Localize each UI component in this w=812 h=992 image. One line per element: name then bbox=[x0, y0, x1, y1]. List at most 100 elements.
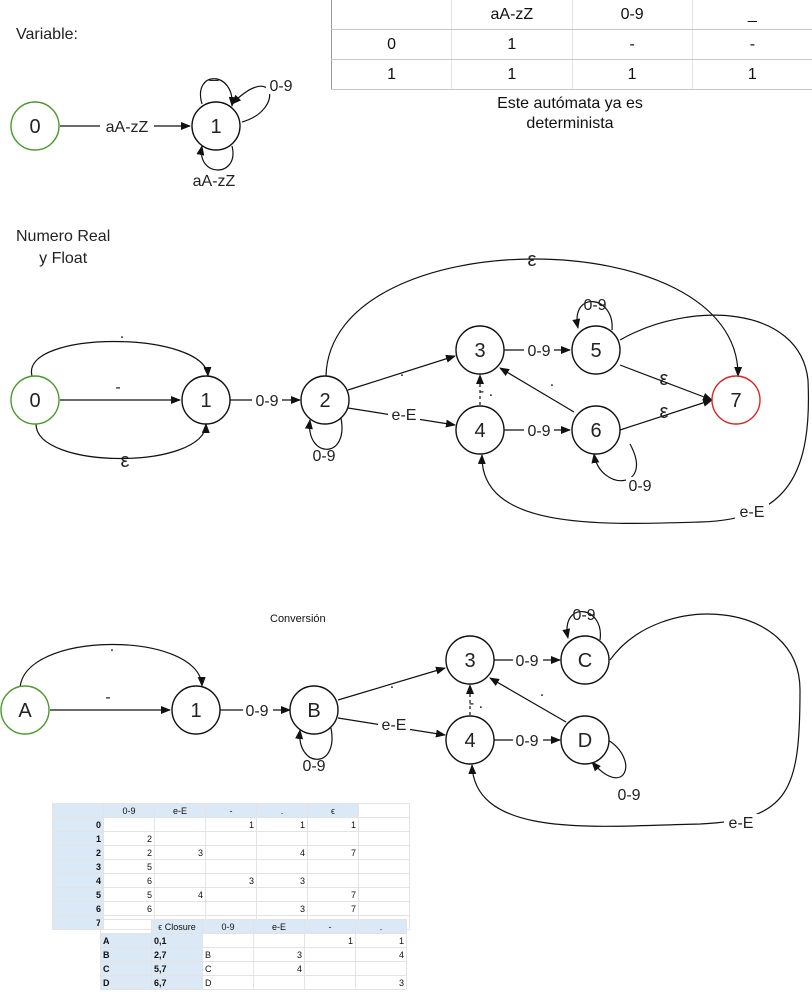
edge-2-3 bbox=[347, 354, 456, 391]
edge-label: 0-9 bbox=[583, 297, 606, 314]
table-cell: 1 bbox=[451, 29, 573, 60]
edge-label: 0-9 bbox=[527, 423, 550, 440]
table-cell: 3 bbox=[256, 873, 308, 888]
table-cell: 1 bbox=[256, 817, 308, 832]
table-cell: 6 bbox=[103, 873, 155, 888]
edge-5-7-eps bbox=[619, 364, 713, 401]
sheet-header-cell: 0-9 bbox=[202, 919, 254, 934]
table-cell: 1 bbox=[571, 59, 693, 90]
edge-label: . bbox=[400, 363, 404, 380]
table-cell: 3 bbox=[256, 901, 308, 916]
state-label: 1 bbox=[200, 390, 211, 412]
state-label: D bbox=[578, 730, 592, 752]
table-cell bbox=[304, 961, 356, 976]
conversion-edge-labels: . - 0-9 0-9 . e-E 0-9 0-9 0-9 . - . 0-9 … bbox=[105, 607, 758, 832]
table-cell bbox=[304, 947, 356, 962]
sheet-header-cell: - bbox=[304, 919, 356, 934]
sheet-row-header: C bbox=[100, 961, 152, 976]
edge-label: 0-9 bbox=[269, 78, 292, 95]
table-cell: 1 bbox=[330, 59, 452, 90]
table-cell: C bbox=[202, 961, 254, 976]
state-start bbox=[10, 101, 60, 151]
table-cell: 5,7 bbox=[151, 961, 203, 976]
sheet-row-header: 2 bbox=[52, 845, 104, 860]
table-cell: D bbox=[202, 975, 254, 990]
table-cell: 1 bbox=[691, 59, 812, 90]
table-cell: 6 bbox=[103, 901, 155, 916]
edge-label: . bbox=[110, 638, 114, 655]
table-cell: 6,7 bbox=[151, 975, 203, 990]
table-cell bbox=[205, 887, 257, 902]
table-header-cell: aA-zZ bbox=[451, 0, 573, 30]
table-header-cell: _ bbox=[691, 0, 812, 30]
state-node bbox=[560, 635, 610, 685]
table-cell bbox=[256, 887, 308, 902]
state-label: 7 bbox=[730, 390, 741, 412]
state-label: 0 bbox=[29, 390, 40, 412]
edge-label: 0-9 bbox=[628, 478, 651, 495]
sheet-header-cell: - bbox=[205, 803, 257, 818]
edge-label: 0-9 bbox=[572, 607, 595, 624]
real-title-line: y Float bbox=[39, 250, 88, 267]
sheet-header-cell: . bbox=[355, 919, 407, 934]
edge-label: . bbox=[540, 683, 544, 700]
table-cell bbox=[307, 873, 359, 888]
edge-loop-5 bbox=[572, 301, 613, 331]
table-cell bbox=[355, 961, 407, 976]
variable-edge-labels: aA-zZ _ 0-9 aA-zZ bbox=[100, 65, 296, 190]
table-cell: 1 bbox=[304, 933, 356, 948]
table-cell: B bbox=[202, 947, 254, 962]
table-cell: 4 bbox=[154, 887, 206, 902]
state-node bbox=[445, 635, 495, 685]
sheet-header-cell: e-E bbox=[253, 919, 305, 934]
table-cell: 4 bbox=[253, 961, 305, 976]
edge-6-7-eps bbox=[619, 398, 713, 431]
state-node bbox=[571, 405, 621, 455]
sheet-row-header: 6 bbox=[52, 901, 104, 916]
edge-loop-6 bbox=[591, 443, 637, 482]
edge-label: ε bbox=[121, 450, 130, 472]
table-cell bbox=[202, 933, 254, 948]
table-cell: 1 bbox=[451, 59, 573, 90]
edge-label: aA-zZ bbox=[193, 173, 236, 190]
table-row: 1 1 1 1 bbox=[330, 59, 812, 90]
edge-label: aA-zZ bbox=[106, 119, 149, 136]
table-cell: 0,1 bbox=[151, 933, 203, 948]
variable-states bbox=[10, 101, 241, 151]
sheet-header-cell bbox=[52, 803, 104, 818]
table-cell bbox=[154, 831, 206, 846]
edge-D-3-dot bbox=[489, 677, 567, 723]
real-state-labels: 0 1 2 3 4 5 6 7 bbox=[29, 340, 741, 442]
state-label: 1 bbox=[210, 116, 221, 138]
sheet-empty-cell bbox=[358, 873, 410, 888]
state-label: 5 bbox=[590, 340, 601, 362]
table-cell: 7 bbox=[307, 901, 359, 916]
sheet-header-cell: . bbox=[256, 803, 308, 818]
table-cell: 1 bbox=[307, 817, 359, 832]
edge-label: _ bbox=[209, 65, 220, 82]
conversion-title: Conversión bbox=[270, 613, 326, 625]
table-cell: 3 bbox=[355, 975, 407, 990]
sheet-empty-cell bbox=[358, 887, 410, 902]
table-cell bbox=[154, 901, 206, 916]
edge-A-1-dot bbox=[19, 643, 206, 691]
table-cell bbox=[256, 831, 308, 846]
state-start bbox=[0, 685, 50, 735]
sheet-empty-cell bbox=[358, 803, 410, 818]
table-cell: 5 bbox=[103, 887, 155, 902]
sheet-header-cell bbox=[100, 919, 152, 934]
table-cell bbox=[307, 859, 359, 874]
table-cell: 7 bbox=[307, 845, 359, 860]
edge-label: - bbox=[115, 379, 120, 396]
edge-loop-B bbox=[295, 723, 333, 760]
edge-label: e-E bbox=[729, 815, 754, 832]
state-start bbox=[10, 375, 60, 425]
edge-label: e-E bbox=[740, 504, 765, 521]
table-cell: 3 bbox=[205, 873, 257, 888]
